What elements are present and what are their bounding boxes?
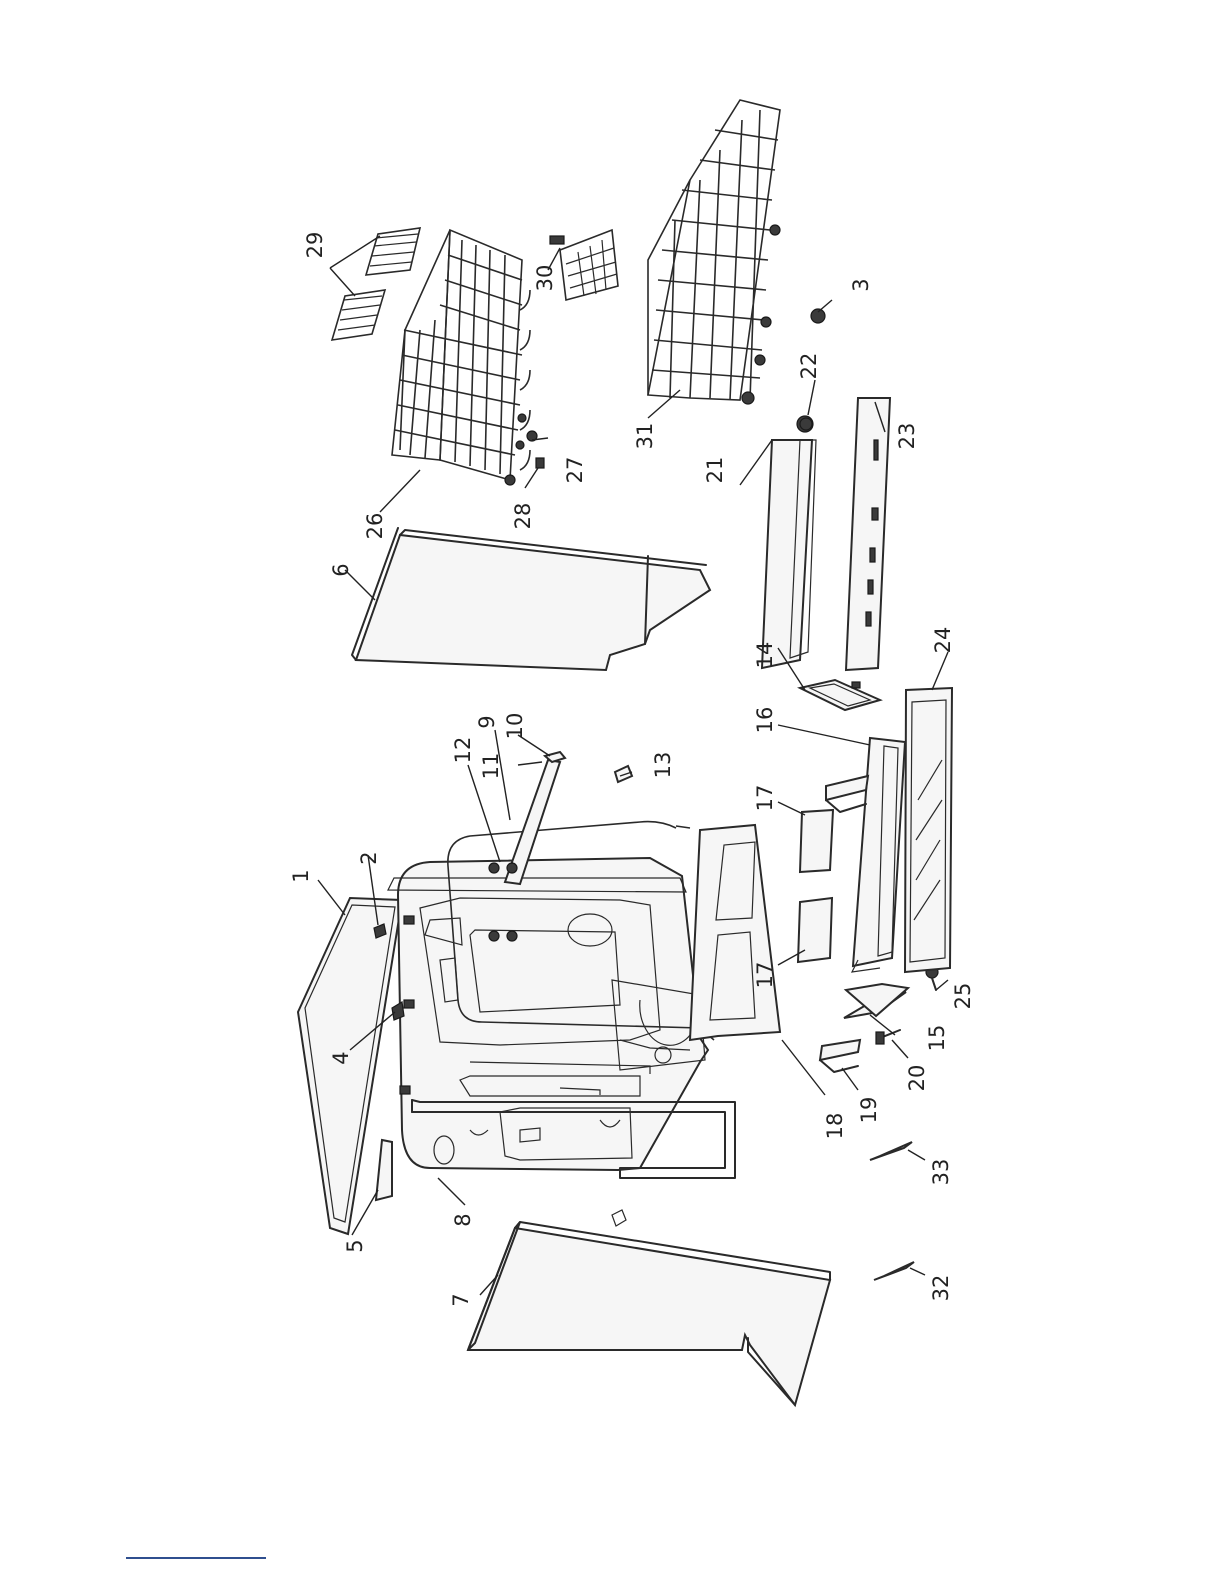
part-22-knob: [800, 418, 812, 430]
callout-21: 21: [703, 457, 727, 484]
callout-23: 23: [895, 423, 919, 450]
callout-29: 29: [303, 232, 327, 259]
callout-8: 8: [451, 1213, 475, 1226]
callout-19: 19: [857, 1097, 881, 1124]
callout-4: 4: [329, 1051, 353, 1064]
callout-28: 28: [511, 503, 535, 530]
callout-27: 27: [563, 457, 587, 484]
part-17-pad-b: [800, 810, 833, 872]
part-23-control-panel: [846, 398, 890, 670]
part-21-front-bar: [762, 416, 816, 668]
callout-7: 7: [449, 1293, 473, 1306]
callout-24: 24: [931, 627, 955, 654]
part-7-side-panel: [468, 1210, 830, 1405]
part-24-base: [905, 688, 952, 972]
callout-9: 9: [475, 715, 499, 728]
callout-14: 14: [753, 642, 777, 669]
callout-17a: 17: [753, 785, 777, 812]
callout-17b: 17: [753, 962, 777, 989]
callout-22: 22: [797, 353, 821, 380]
part-32-link: [874, 1262, 914, 1280]
callout-26: 26: [363, 513, 387, 540]
part-16-bar: [852, 738, 905, 972]
footer-rule: [126, 1557, 266, 1559]
callout-15: 15: [925, 1025, 949, 1052]
callout-5: 5: [343, 1239, 367, 1252]
part-30-basket: [550, 230, 618, 300]
part-26-upper-rack: [392, 230, 530, 485]
callout-10: 10: [503, 713, 527, 740]
part-19-bracket: [820, 1040, 860, 1072]
part-4-hinge: [392, 1002, 404, 1020]
part-33-link: [870, 1142, 912, 1160]
callout-30: 30: [533, 265, 557, 292]
part-13-clip: [615, 766, 632, 782]
callout-12: 12: [451, 737, 475, 764]
part-6-side-panel: [352, 528, 710, 670]
callout-25: 25: [951, 983, 975, 1010]
callout-33: 33: [929, 1159, 953, 1186]
callout-6: 6: [329, 563, 353, 576]
callout-13: 13: [651, 752, 675, 779]
callout-1: 1: [289, 869, 313, 882]
callout-18: 18: [823, 1113, 847, 1140]
part-18-inner-panel: [690, 825, 780, 1040]
part-20-pin: [876, 1030, 900, 1044]
part-19b-bracket: [826, 776, 868, 812]
part-28-stop: [536, 458, 544, 468]
part-14-plate: [800, 680, 880, 710]
callout-3: 3: [849, 278, 873, 291]
callout-16: 16: [753, 707, 777, 734]
callout-2: 2: [357, 851, 381, 864]
part-5-strip: [376, 1140, 392, 1200]
callout-20: 20: [905, 1065, 929, 1092]
callout-32: 32: [929, 1275, 953, 1302]
part-31-lower-rack: [648, 100, 780, 404]
part-17-pad-a: [798, 898, 832, 962]
callout-31: 31: [633, 423, 657, 450]
part-8-tub: [388, 858, 735, 1178]
callout-11: 11: [479, 753, 503, 780]
part-15-plate: [844, 984, 908, 1018]
